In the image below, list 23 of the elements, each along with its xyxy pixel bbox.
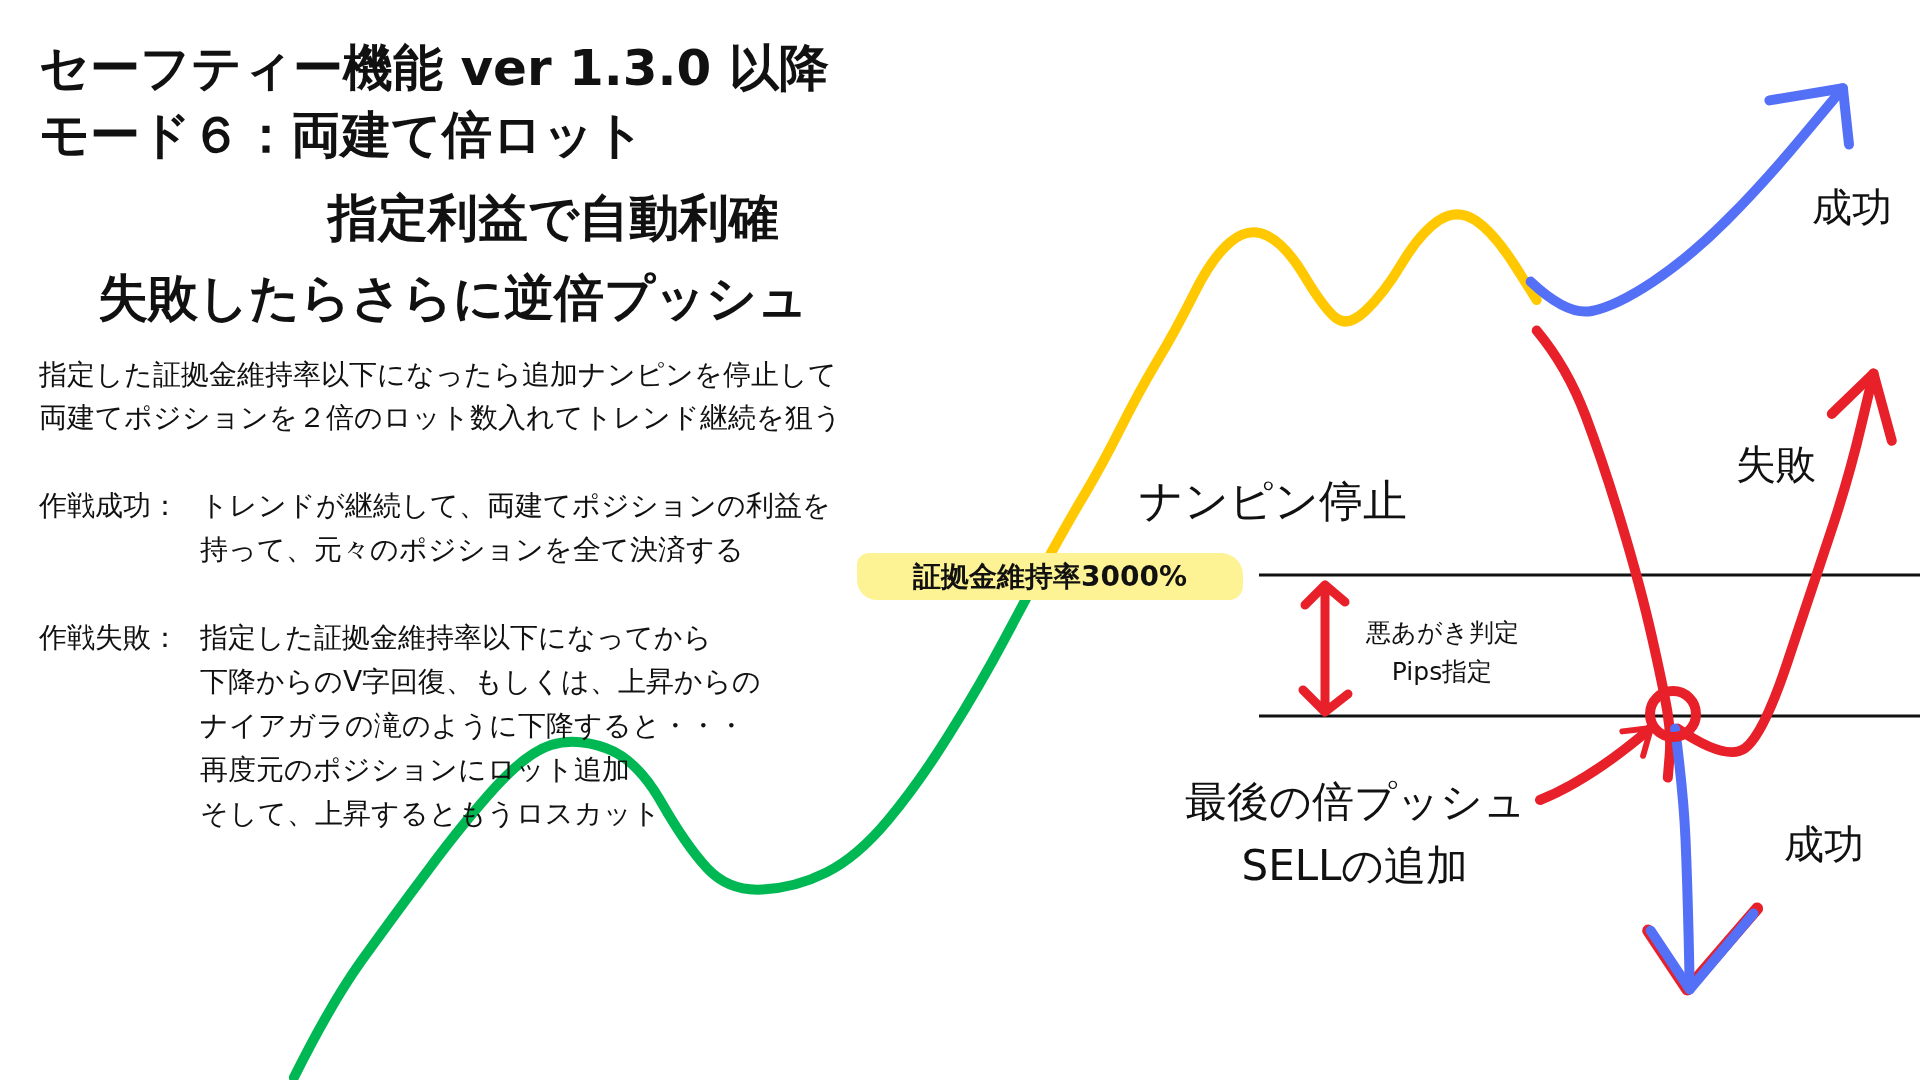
- body-text: 指定した証拠金維持率以下になったら追加ナンピンを停止して: [39, 359, 837, 392]
- annotation: 悪あがき判定: [1365, 619, 1519, 648]
- title: 失敗したらさらに逆倍プッシュ: [98, 270, 808, 328]
- body-text: トレンドが継続して、両建てポジションの利益を: [200, 490, 831, 523]
- title: セーフティー機能 ver 1.3.0 以降: [39, 40, 829, 98]
- title: 指定利益で自動利確: [328, 190, 779, 248]
- body-text: 両建てポジションを２倍のロット数入れてトレンド継続を狙う: [39, 402, 842, 435]
- outcome-label: 成功: [1784, 821, 1864, 867]
- outcome-label: 失敗: [1736, 441, 1816, 487]
- outcome-label: 成功: [1812, 184, 1892, 230]
- body-text: 下降からのV字回復、もしくは、上昇からの: [200, 666, 762, 699]
- annotation: Pips指定: [1391, 658, 1493, 687]
- body-text: 持って、元々のポジションを全て決済する: [200, 534, 744, 567]
- body-text: 作戦失敗：: [39, 622, 179, 655]
- body-text: 指定した証拠金維持率以下になってから: [200, 622, 712, 655]
- annotation: ナンピン停止: [1139, 475, 1407, 527]
- leader-arrow: [1535, 723, 1656, 805]
- highlight-band: 証拠金維持率3000%: [857, 553, 1243, 600]
- body-text: ナイアガラの滝のように下降すると・・・: [200, 710, 745, 743]
- body-text: 作戦成功：: [39, 490, 179, 523]
- title: モード６：両建て倍ロット: [39, 107, 645, 165]
- annotation: 最後の倍プッシュ SELLの追加: [1183, 776, 1527, 892]
- knot-loop: [1645, 686, 1701, 742]
